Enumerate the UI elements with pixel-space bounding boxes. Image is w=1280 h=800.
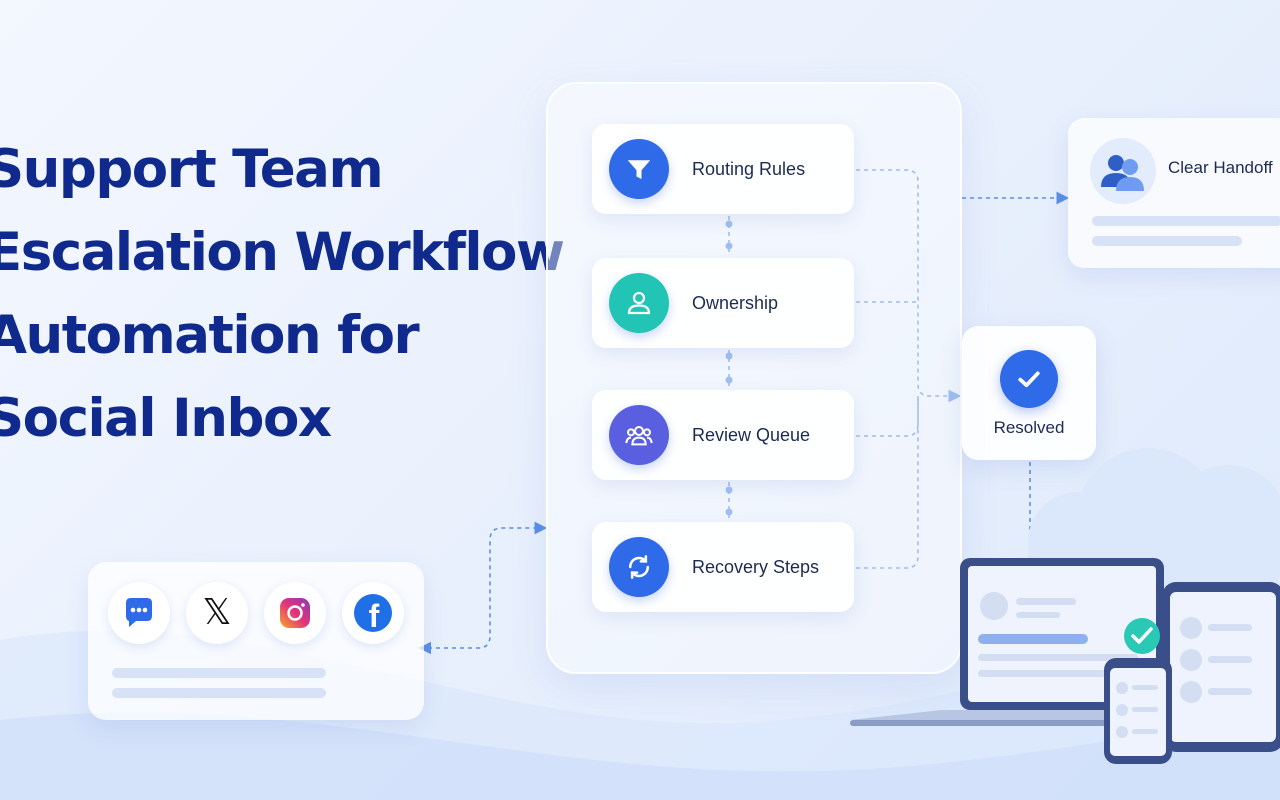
recovery-to-resolved xyxy=(856,396,919,569)
title-line-3: Automation for xyxy=(0,305,420,366)
resolved-label: Resolved xyxy=(993,418,1065,437)
refresh-icon xyxy=(609,537,669,597)
title-line-4: Social Inbox xyxy=(0,388,332,449)
step-recovery-steps[interactable]: Recovery Steps xyxy=(592,522,854,612)
handoff-label: Clear Handoff xyxy=(1168,158,1273,177)
tablet-shape xyxy=(1162,582,1280,752)
users-icon xyxy=(1090,138,1156,204)
step-label: Routing Rules xyxy=(692,158,806,179)
instagram-icon[interactable] xyxy=(264,582,326,644)
placeholder-bar xyxy=(1092,216,1280,226)
placeholder-bar xyxy=(1092,236,1242,246)
handoff-card[interactable]: Clear Handoff xyxy=(1068,118,1280,268)
funnel-icon xyxy=(609,139,669,199)
page-title: Support Team Escalation Workflow Automat… xyxy=(0,128,565,460)
x-logo-glyph: 𝕏 xyxy=(202,592,232,633)
title-line-1: Support Team xyxy=(0,139,384,200)
x-logo-icon[interactable]: 𝕏 xyxy=(186,582,248,644)
person-icon xyxy=(609,273,669,333)
phone-check-badge xyxy=(1124,618,1160,654)
chat-bubble-icon[interactable] xyxy=(108,582,170,644)
social-to-panel xyxy=(418,521,548,655)
resolved-card[interactable]: Resolved xyxy=(962,326,1096,460)
step-review-queue[interactable]: Review Queue xyxy=(592,390,854,480)
step-label: Review Queue xyxy=(692,424,811,445)
step-label: Recovery Steps xyxy=(692,556,820,577)
step-routing-rules[interactable]: Routing Rules xyxy=(592,124,854,214)
social-channels-card: 𝕏 f xyxy=(88,562,424,720)
facebook-glyph: f xyxy=(369,598,380,633)
review-to-resolved xyxy=(856,396,919,437)
title-line-2: Escalation Workflow xyxy=(0,222,565,283)
devices-illustration xyxy=(850,448,1280,764)
checkmark-icon xyxy=(1000,350,1058,408)
step-label: Ownership xyxy=(692,292,779,313)
facebook-icon[interactable]: f xyxy=(342,582,404,644)
group-icon xyxy=(609,405,669,465)
placeholder-bar xyxy=(112,668,326,678)
step-ownership[interactable]: Ownership xyxy=(592,258,854,348)
phone-shape xyxy=(1104,658,1172,764)
placeholder-bar xyxy=(112,688,326,698)
route-to-resolved xyxy=(856,169,962,403)
